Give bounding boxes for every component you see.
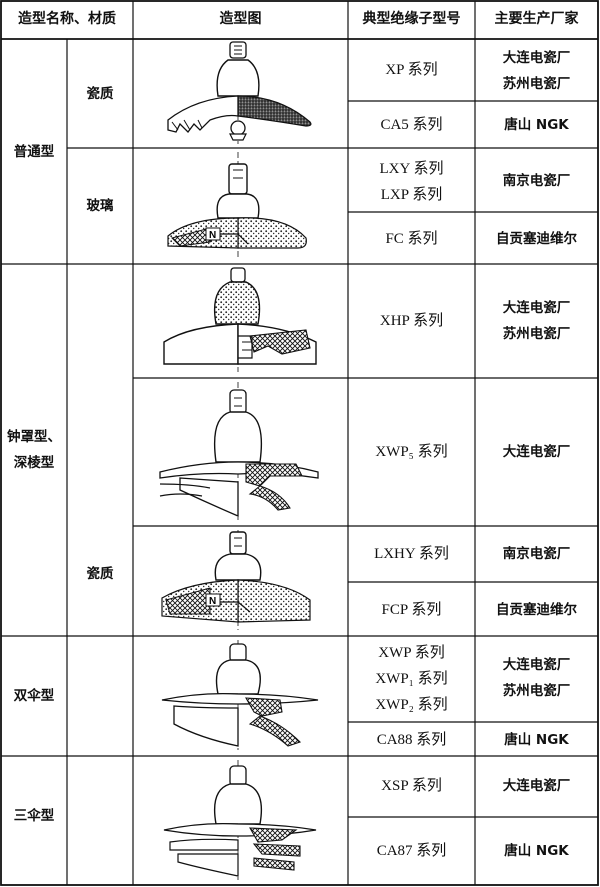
model-cell-7: LXHY 系列 (348, 541, 475, 567)
type-triple: 三伞型 (13, 808, 55, 824)
model-text: XHP 系列 (379, 313, 444, 329)
fcp-n-label: N (209, 596, 216, 607)
maker-text: 苏州电瓷厂 (502, 76, 571, 92)
maker-text: 唐山 NGK (504, 843, 569, 859)
material-glass: 玻璃 (86, 198, 114, 214)
material-porcelain-2: 瓷质 (86, 566, 114, 582)
model-cell-6: XWP₅ 系列 (348, 439, 475, 465)
maker-cell-10: 唐山 NGK (475, 727, 598, 753)
header-type-material: 造型名称、材质 (18, 11, 116, 27)
model-text: FC 系列 (385, 231, 438, 247)
model-cell-10: CA88 系列 (348, 727, 475, 753)
model-cell-5: XHP 系列 (348, 308, 475, 334)
maker-text: 大连电瓷厂 (502, 300, 571, 316)
maker-text: 大连电瓷厂 (502, 50, 571, 66)
type-bell-line2: 深棱型 (13, 455, 55, 471)
maker-cell-8: 自贡塞迪维尔 (475, 597, 598, 623)
model-cell-2: CA5 系列 (348, 112, 475, 138)
model-text: LXP 系列 (380, 187, 443, 203)
maker-cell-6: 大连电瓷厂 (475, 439, 598, 465)
maker-cell-3: 南京电瓷厂 (475, 168, 598, 194)
maker-cell-2: 唐山 NGK (475, 112, 598, 138)
insulator-diagram-triple-shed (163, 760, 317, 880)
glass-n-label: N (209, 230, 216, 241)
insulator-diagram-fcp: N (161, 530, 311, 630)
insulator-diagram-normal-porcelain (167, 41, 312, 144)
insulator-diagram-normal-glass: N (167, 152, 307, 258)
maker-cell-7: 南京电瓷厂 (475, 541, 598, 567)
header-maker: 主要生产厂家 (494, 11, 579, 27)
model-text: LXY 系列 (379, 161, 444, 177)
header-model: 典型绝缘子型号 (362, 11, 461, 27)
model-cell-9: XWP 系列 XWP₁ 系列 XWP₂ 系列 (348, 640, 475, 718)
maker-text: 大连电瓷厂 (502, 444, 571, 460)
material-porcelain-1: 瓷质 (86, 86, 114, 102)
model-text: XWP₂ 系列 (375, 697, 448, 713)
maker-text: 唐山 NGK (504, 117, 569, 133)
model-cell-4: FC 系列 (348, 226, 475, 252)
maker-text: 苏州电瓷厂 (502, 683, 571, 699)
model-cell-11: XSP 系列 (348, 773, 475, 799)
maker-text: 苏州电瓷厂 (502, 326, 571, 342)
model-text: CA87 系列 (376, 843, 447, 859)
maker-text: 南京电瓷厂 (502, 546, 571, 562)
insulator-diagram-double-shed (161, 640, 319, 750)
model-text: LXHY 系列 (374, 546, 449, 562)
maker-cell-5: 大连电瓷厂 苏州电瓷厂 (475, 295, 598, 347)
maker-text: 唐山 NGK (504, 732, 569, 748)
model-text: XP 系列 (385, 62, 438, 78)
model-text: XSP 系列 (381, 778, 442, 794)
type-double: 双伞型 (13, 688, 55, 704)
maker-text: 自贡塞迪维尔 (496, 231, 577, 247)
maker-text: 大连电瓷厂 (502, 657, 571, 673)
type-normal: 普通型 (13, 144, 55, 160)
maker-cell-4: 自贡塞迪维尔 (475, 226, 598, 252)
model-cell-8: FCP 系列 (348, 597, 475, 623)
model-text: XWP₁ 系列 (375, 671, 448, 687)
model-text: FCP 系列 (381, 602, 442, 618)
model-text: XWP 系列 (378, 645, 445, 661)
maker-cell-12: 唐山 NGK (475, 838, 598, 864)
header-diagram: 造型图 (219, 11, 262, 27)
maker-text: 自贡塞迪维尔 (496, 602, 577, 618)
type-bell: 钟罩型、 深棱型 (1, 424, 67, 476)
model-cell-3: LXY 系列 LXP 系列 (348, 156, 475, 208)
maker-text: 南京电瓷厂 (502, 173, 571, 189)
model-text: CA88 系列 (376, 732, 447, 748)
type-bell-line1: 钟罩型、 (7, 429, 61, 445)
maker-cell-11: 大连电瓷厂 (475, 773, 598, 799)
model-text: CA5 系列 (380, 117, 443, 133)
insulator-diagram-xhp (163, 267, 317, 372)
maker-cell-1: 大连电瓷厂 苏州电瓷厂 (475, 45, 598, 97)
maker-cell-9: 大连电瓷厂 苏州电瓷厂 (475, 652, 598, 704)
model-text: XWP₅ 系列 (375, 444, 448, 460)
maker-text: 大连电瓷厂 (502, 778, 571, 794)
model-cell-1: XP 系列 (348, 57, 475, 83)
insulator-diagram-xwp5 (159, 382, 319, 520)
model-cell-12: CA87 系列 (348, 838, 475, 864)
